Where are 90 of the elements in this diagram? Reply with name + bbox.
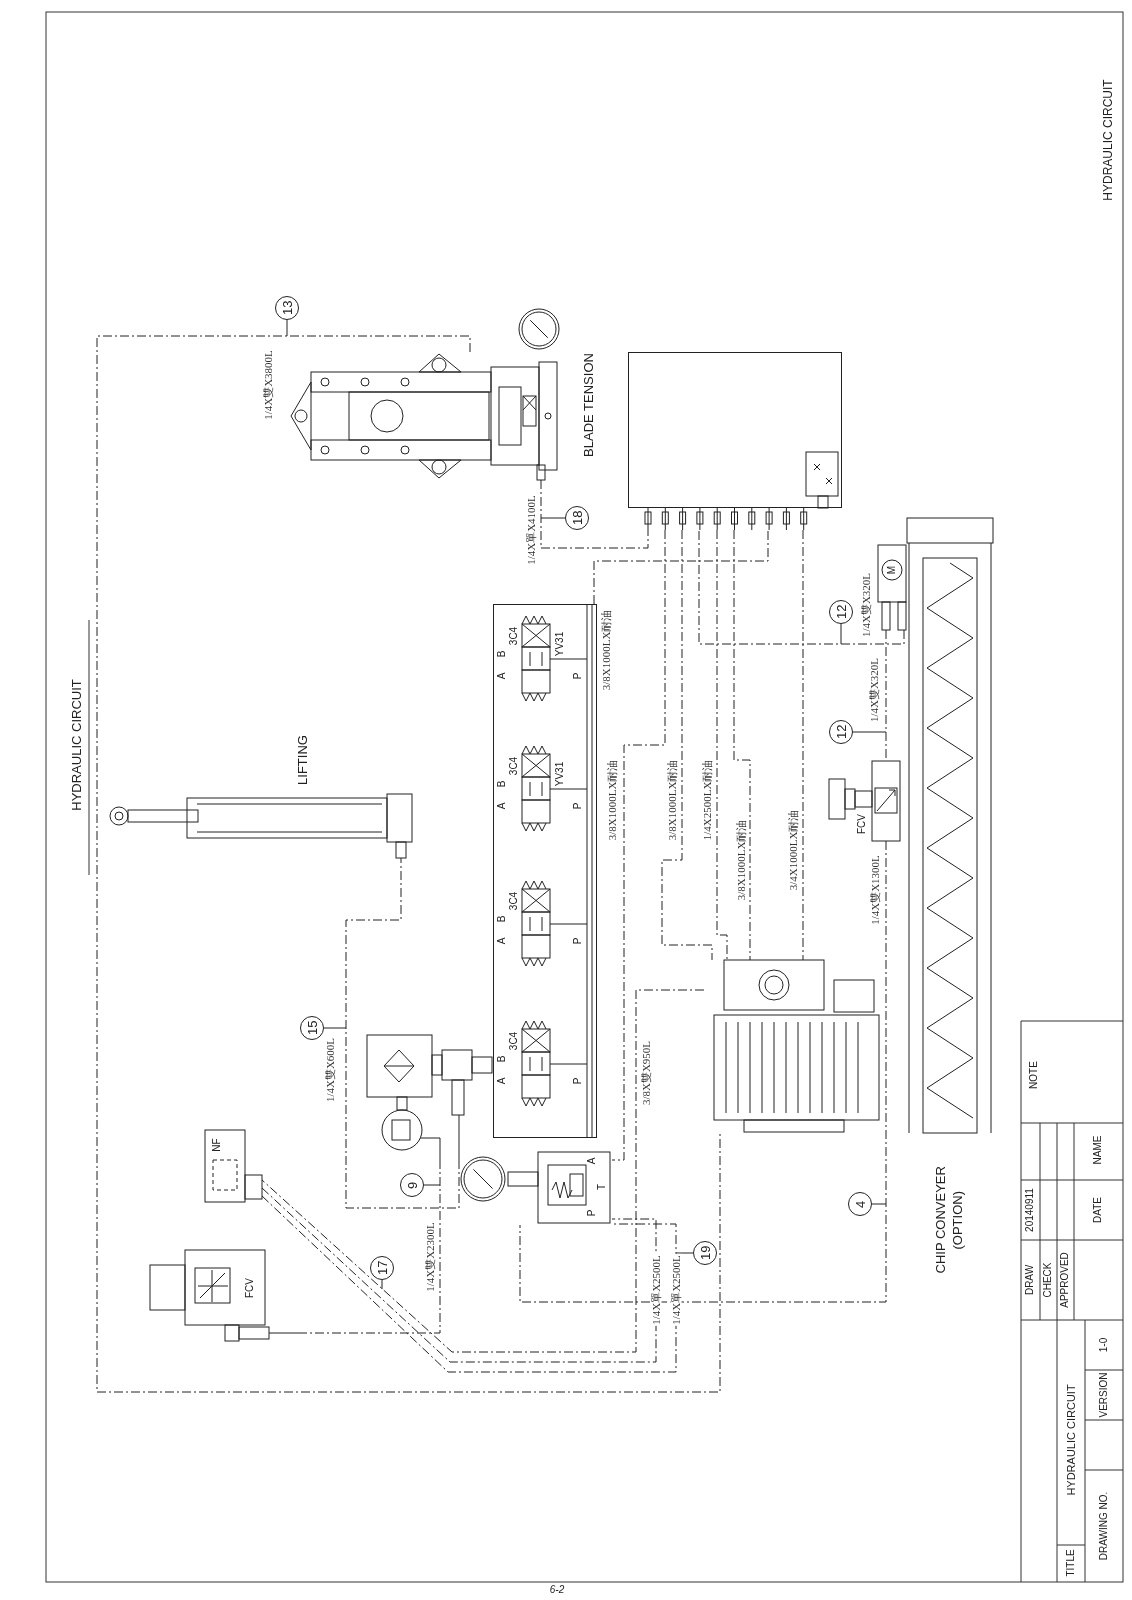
title-block-heading: TITLE: [1066, 1549, 1076, 1577]
callout-number: 12: [829, 600, 853, 624]
port-letter: A: [587, 1157, 597, 1165]
valve-code: 3C4: [509, 756, 519, 776]
port-letter: A: [497, 802, 507, 810]
motor-letter: M: [887, 565, 897, 575]
valve-code: FCV: [245, 1278, 255, 1298]
port-letter: A: [497, 937, 507, 945]
port-letter: B: [497, 650, 507, 658]
callout-number: 9: [400, 1173, 424, 1197]
leader-line: [540, 517, 566, 519]
edge-label: 1/4X雙X600L: [324, 1036, 336, 1104]
edge-label: 3/8X1000LX耐油: [666, 758, 678, 842]
edge-label: 1/4X單X2500L: [670, 1254, 682, 1326]
valve-code: NF: [212, 1138, 222, 1152]
title-block-heading: CHECK: [1043, 1262, 1053, 1298]
callout-number: 4: [848, 1192, 872, 1216]
hose-line: [96, 335, 721, 1393]
hose-line: [661, 529, 713, 961]
hose-line: [540, 479, 649, 549]
valve-code: FCV: [857, 814, 867, 834]
edge-label: 3/4X1000LX耐油: [787, 808, 799, 892]
edge-label: 1/4X雙X1300L: [869, 854, 881, 926]
port-letter: B: [497, 915, 507, 923]
hose-line: [519, 840, 887, 1303]
edge-label: 1/4X雙X2300L: [424, 1221, 436, 1293]
edge-label: 3/8X1000LX耐油: [600, 608, 612, 692]
solenoid-code: YV31: [555, 761, 565, 787]
port-letter: P: [573, 1077, 583, 1085]
title-block-heading: APPROVED: [1060, 1252, 1070, 1308]
hose-line: [611, 529, 666, 1161]
port-letter: B: [497, 1055, 507, 1063]
leader-line: [675, 1252, 694, 1254]
port-letter: P: [573, 802, 583, 810]
valve-code: 3C4: [509, 891, 519, 911]
hose-line: [261, 989, 705, 1353]
port-letter: A: [497, 672, 507, 680]
callout-number: 17: [370, 1256, 394, 1280]
component-label: BLADE TENSION: [581, 353, 595, 457]
edge-label: 3/8X雙X950L: [640, 1039, 652, 1107]
title-block-heading: DATE: [1093, 1197, 1103, 1223]
hose-line: [698, 529, 905, 645]
component-label: CHIP CONVEYER (OPTION): [933, 1165, 966, 1276]
callout-number: 12: [829, 720, 853, 744]
edge-label: 1/4X雙X320L: [860, 571, 872, 639]
title-block-value: 20140911: [1025, 1188, 1035, 1232]
hose-line: [299, 1159, 441, 1334]
title-block-heading: DRAWING NO.: [1099, 1491, 1109, 1561]
leader-line: [423, 1184, 441, 1186]
title-block-heading: DRAW: [1025, 1264, 1035, 1296]
port-letter: P: [573, 672, 583, 680]
callout-number: 19: [693, 1241, 717, 1265]
edge-label: 1/4X單X2500L: [650, 1254, 662, 1326]
hose-line: [593, 529, 769, 605]
port-letter: A: [497, 1077, 507, 1085]
leader-line: [381, 1279, 383, 1290]
hose-line: [802, 529, 804, 961]
callout-number: 15: [300, 1016, 324, 1040]
leader-line: [852, 731, 887, 733]
title-block-value: 1-0: [1099, 1337, 1109, 1353]
title-block-value: HYDRAULIC CIRCUIT: [1065, 1384, 1077, 1496]
title-block-heading: VERSION: [1099, 1372, 1109, 1418]
solenoid-code: YV31: [555, 631, 565, 657]
callout-number: 13: [275, 296, 299, 320]
drawing-title: HYDRAULIC CIRCUIT: [69, 679, 83, 811]
leader-line: [323, 1027, 347, 1029]
leader-line: [871, 1203, 887, 1205]
sheet-heading: HYDRAULIC CIRCUIT: [1102, 79, 1114, 201]
edge-label: 3/8X1000LX耐油: [606, 758, 618, 842]
edge-label: 1/4X雙X320L: [868, 656, 880, 724]
port-letter: P: [573, 937, 583, 945]
title-block-heading: NAME: [1093, 1135, 1103, 1165]
edge-label: 1/4X單X4100L: [525, 494, 537, 566]
leader-line: [286, 319, 288, 337]
title-block-heading: NOTE: [1029, 1061, 1039, 1089]
callout-number: 18: [565, 506, 589, 530]
hose-line: [733, 529, 751, 961]
valve-code: 3C4: [509, 1031, 519, 1051]
edge-label: 3/8X1000LX耐油: [735, 818, 747, 902]
component-label: LIFTING: [295, 735, 309, 785]
port-letter: T: [597, 1183, 607, 1191]
port-letter: P: [587, 1209, 597, 1217]
leader-line: [840, 623, 842, 645]
valve-code: 3C4: [509, 626, 519, 646]
edge-label: 1/4X雙X3800L: [262, 349, 274, 421]
port-letter: B: [497, 780, 507, 788]
page-number: 6-2: [549, 1585, 565, 1595]
hose-line: [716, 529, 728, 961]
hose-line: [345, 857, 460, 1209]
edge-label: 1/4X2500LX耐油: [701, 758, 713, 842]
